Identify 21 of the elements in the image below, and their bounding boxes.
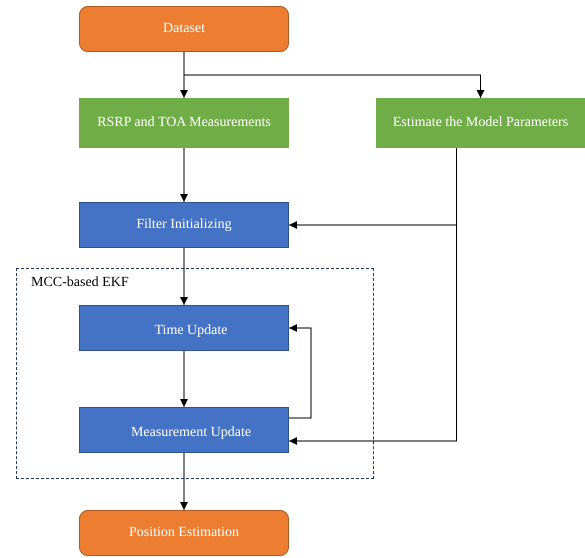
process-box	[79, 98, 289, 148]
process-box	[79, 407, 289, 453]
arrow	[180, 248, 188, 306]
node-label: Estimate the Model Parameters	[392, 115, 568, 131]
node-label: RSRP and TOA Measurements	[97, 115, 271, 131]
node-label: Dataset	[163, 21, 205, 37]
process-box	[376, 98, 585, 148]
arrow	[180, 148, 188, 202]
node-label: Measurement Update	[130, 425, 252, 441]
arrow	[288, 324, 312, 418]
dashed-group-frame	[16, 268, 374, 479]
process-box	[79, 305, 289, 351]
arrow	[180, 350, 188, 408]
arrow	[180, 452, 188, 510]
terminal-box	[79, 6, 289, 52]
process-box	[79, 202, 289, 248]
node-label: Position Estimation	[128, 525, 240, 541]
terminal-box	[79, 510, 289, 556]
node-label: Time Update	[154, 323, 228, 339]
node-label: Filter Initializing	[136, 217, 232, 233]
group-label: MCC-based EKF	[31, 275, 129, 291]
